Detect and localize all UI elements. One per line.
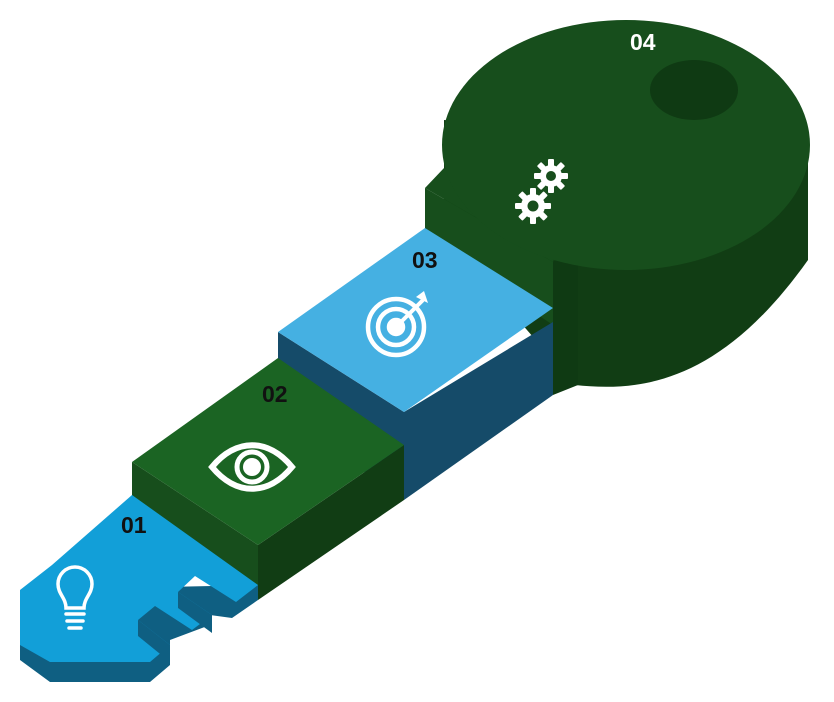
key-neck-side	[553, 250, 578, 395]
target-icon	[365, 291, 428, 358]
key-head-hole	[650, 60, 738, 120]
step-01-number: 01	[121, 512, 147, 538]
step-03-top	[278, 228, 553, 412]
step-04-number: 04	[630, 29, 656, 55]
step-03-number: 03	[412, 247, 438, 273]
gear-large-icon	[515, 188, 551, 224]
step-02-number: 02	[262, 381, 288, 407]
step-03-side	[404, 322, 553, 500]
step-02-side	[258, 445, 404, 600]
step-01-notch-2	[138, 620, 170, 662]
step-01-notch-1	[178, 592, 212, 633]
eye-icon	[208, 442, 296, 492]
key-head-top	[442, 20, 810, 270]
gear-small-icon	[534, 159, 568, 193]
lightbulb-icon	[56, 565, 94, 630]
gears-icon	[515, 159, 568, 224]
